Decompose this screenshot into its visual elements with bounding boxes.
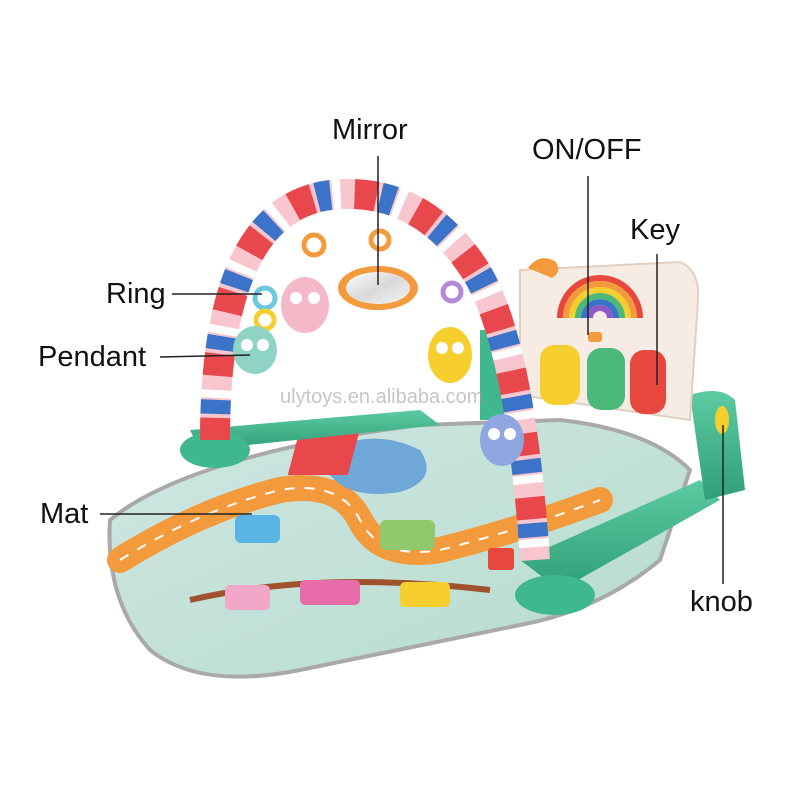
label-knob: knob — [690, 586, 753, 618]
ring-toy — [252, 285, 278, 311]
leader-lines — [100, 156, 724, 584]
piano-key-yellow — [540, 345, 580, 405]
piano-panel — [519, 258, 700, 422]
label-ring: Ring — [106, 278, 166, 310]
pendant-owl-pink — [281, 277, 329, 333]
leader-line-pendant — [159, 354, 251, 358]
label-mat: Mat — [40, 498, 89, 530]
toy-arch — [200, 179, 550, 562]
knob-dial — [715, 406, 729, 434]
mirror-toy — [338, 266, 418, 310]
hanging-toys — [233, 228, 524, 466]
label-key: Key — [630, 214, 680, 246]
pendant-owl-yellow — [428, 327, 472, 383]
piano-key-green — [587, 348, 625, 410]
chick-icon — [528, 258, 559, 278]
label-on-off: ON/OFF — [532, 134, 642, 166]
pendant-owl-teal — [233, 326, 277, 374]
label-pendant: Pendant — [38, 341, 147, 373]
pendant-owl-blue — [480, 414, 524, 466]
rainbow-icon — [557, 275, 643, 319]
watermark: ulytoys.en.alibaba.com — [280, 386, 484, 408]
on-off-switch — [588, 332, 602, 342]
label-mirror: Mirror — [332, 114, 408, 146]
piano-key-red — [630, 350, 666, 414]
